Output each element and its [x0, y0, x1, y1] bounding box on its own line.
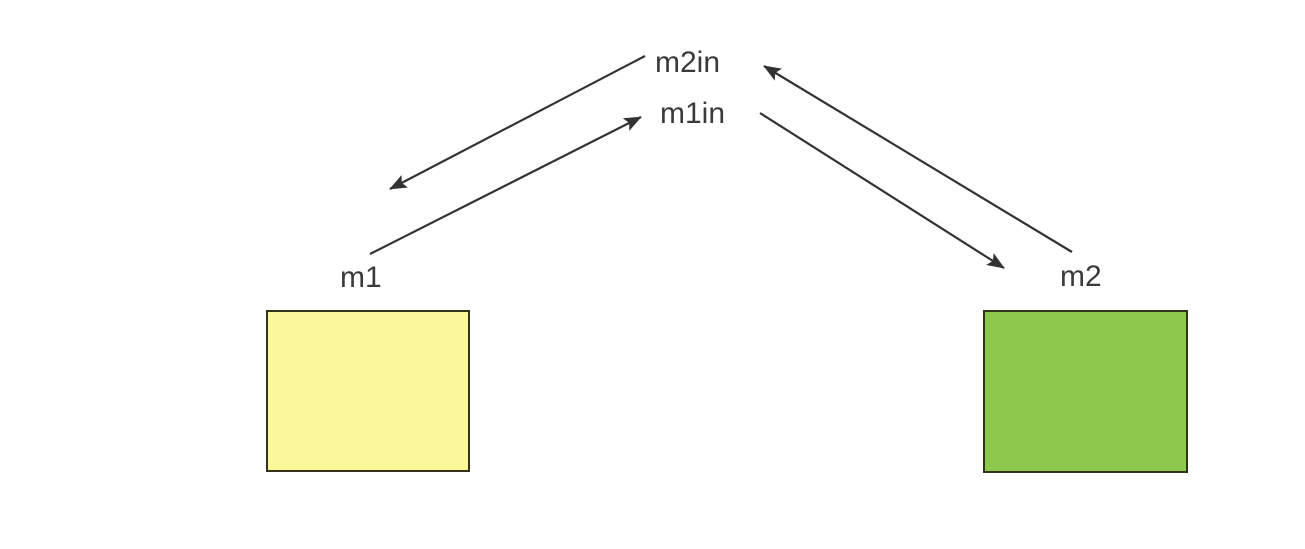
edge-m1in-to-m2	[759, 112, 1005, 269]
port-label-m1in: m1in	[660, 97, 726, 130]
edge-m2-to-m2in	[763, 65, 1073, 253]
node-label-m2: m2	[1060, 260, 1102, 293]
node-label-m1: m1	[340, 261, 382, 294]
edge-m1-to-m1in	[369, 116, 642, 255]
node-box-m1[interactable]	[266, 310, 470, 472]
port-label-m2in: m2in	[655, 46, 721, 79]
node-box-m2[interactable]	[983, 310, 1188, 473]
edge-m2in-to-m1	[389, 55, 646, 190]
